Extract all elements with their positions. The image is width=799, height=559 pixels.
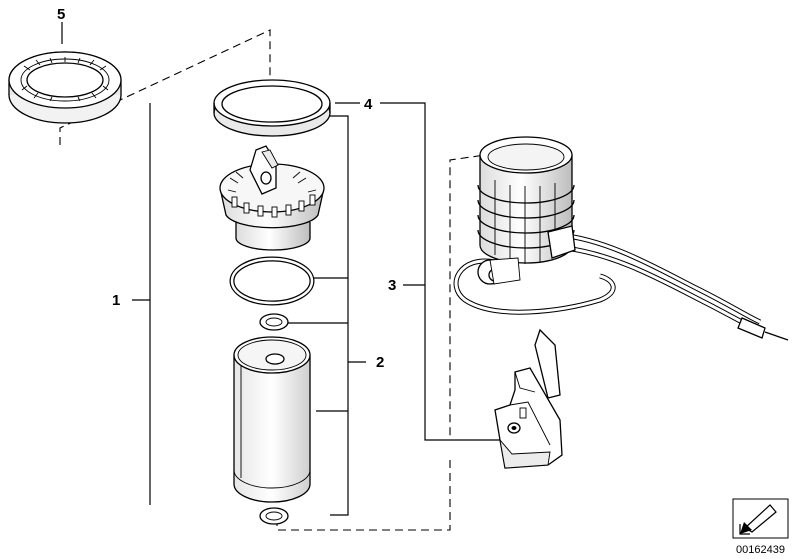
part-label-2: 2 <box>376 354 384 371</box>
forward-arrow-icon <box>732 498 789 539</box>
part-label-3: 3 <box>388 277 396 294</box>
filter-cap <box>219 145 325 251</box>
mounting-bracket <box>494 328 563 469</box>
o-ring-small-upper <box>259 313 289 331</box>
image-number: 00162439 <box>736 544 785 556</box>
filter-element <box>233 336 311 503</box>
filter-housing-part-3 <box>453 136 789 341</box>
seal-ring-part-4 <box>213 79 331 137</box>
part-label-4: 4 <box>364 96 373 113</box>
part-label-1: 1 <box>112 292 120 309</box>
ring-nut-part-5 <box>8 51 122 124</box>
o-ring-small-lower <box>259 507 289 525</box>
part-label-5: 5 <box>57 6 65 23</box>
leader-lines <box>59 22 522 531</box>
o-ring-large <box>229 256 315 306</box>
